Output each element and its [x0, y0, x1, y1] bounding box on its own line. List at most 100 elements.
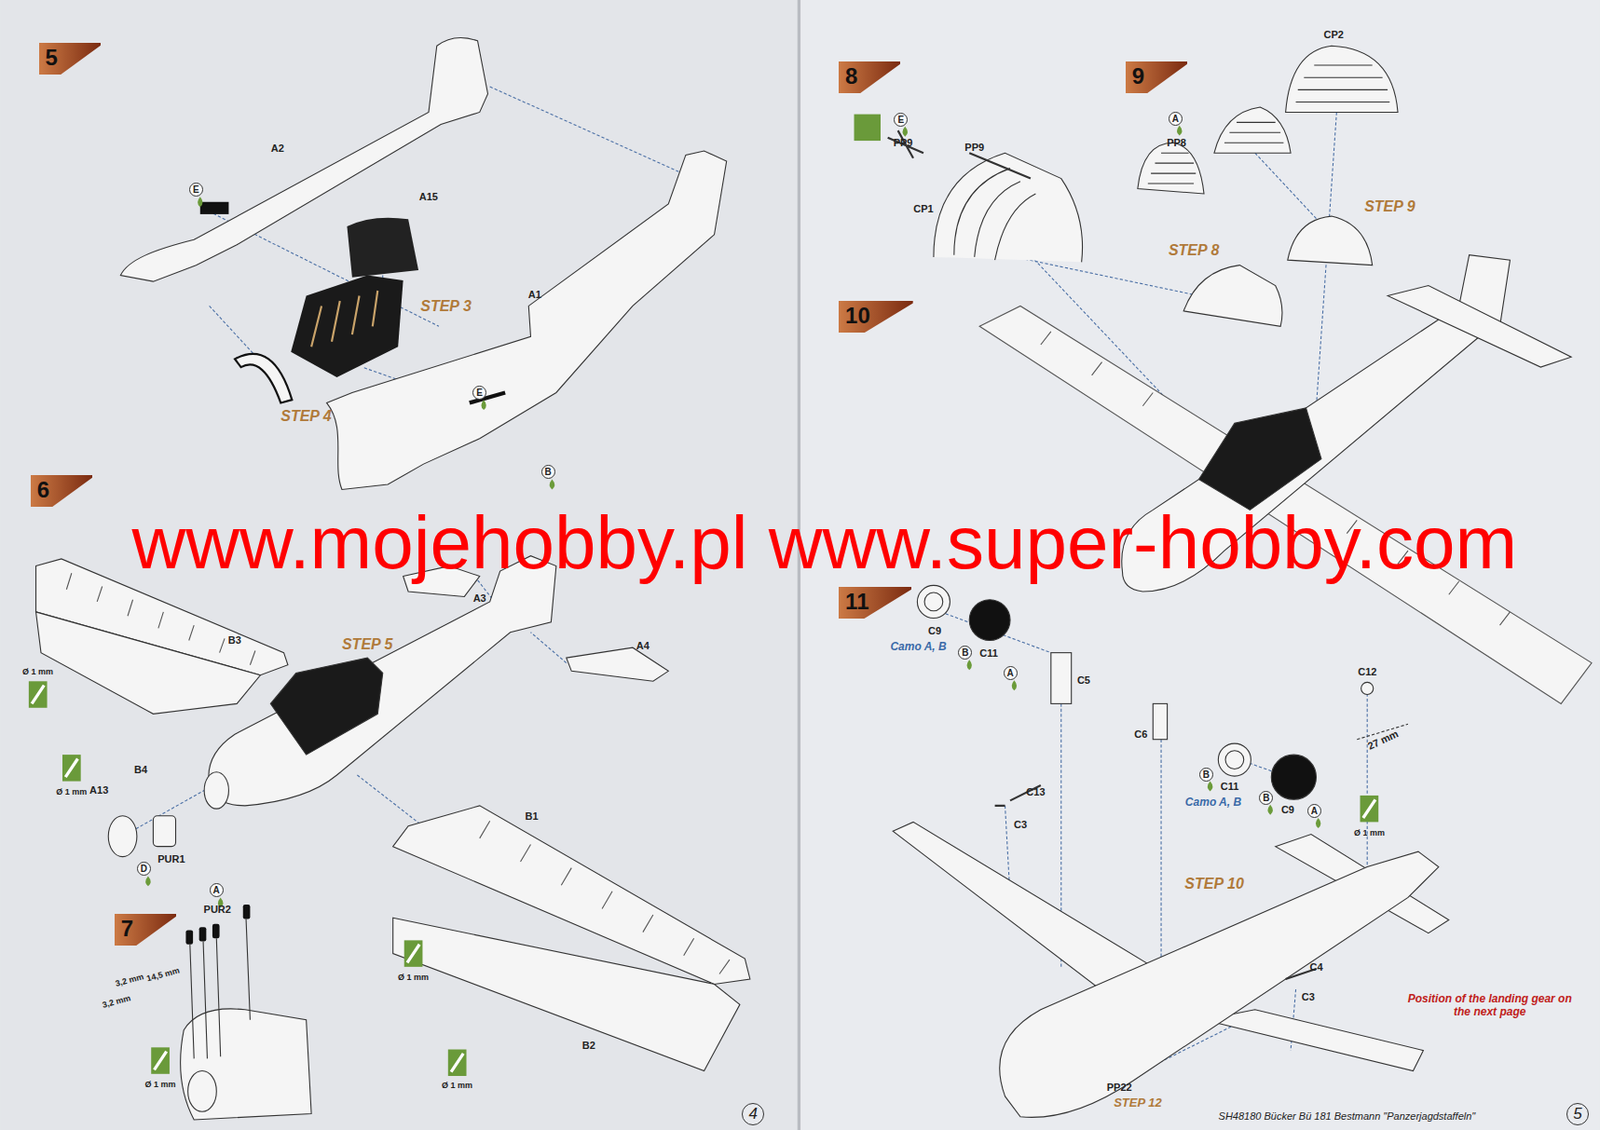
aircraft-assembly	[36, 612, 261, 714]
part-number: C5	[1077, 674, 1091, 686]
dimension: 3,2 mm	[101, 993, 133, 1011]
paint-callout-text: B	[1203, 769, 1210, 780]
paint-callout: B	[541, 464, 556, 479]
part-number: A15	[419, 191, 438, 203]
step-number: 9	[1125, 61, 1188, 94]
dimension: Ø 1 mm	[22, 667, 54, 677]
leader-line	[530, 632, 566, 664]
aircraft-assembly	[1199, 408, 1322, 510]
cockpit-part	[200, 202, 506, 404]
aircraft-assembly	[1137, 142, 1204, 194]
aircraft-assembly	[892, 821, 1149, 1005]
aircraft-assembly	[995, 785, 1317, 980]
step-reference: STEP 10	[1184, 875, 1244, 893]
dimension: Ø 1 mm	[55, 787, 87, 797]
dimension: Ø 1 mm	[1353, 828, 1385, 838]
photo-etch-part	[243, 904, 251, 919]
aircraft-assembly	[1152, 703, 1167, 739]
paint-callout-text: E	[898, 114, 905, 125]
paint-callout: A	[1307, 804, 1322, 819]
paint-callout-text: A	[1006, 668, 1013, 679]
part-number: CP2	[1323, 28, 1343, 41]
page-number-text: 4	[748, 1105, 757, 1124]
part-number: B4	[134, 764, 148, 776]
paint-callout: A	[1003, 666, 1018, 681]
photo-etch-part	[185, 929, 193, 944]
paint-drop	[549, 479, 555, 491]
aircraft-assembly	[36, 556, 751, 1121]
paint-callout: E	[893, 112, 908, 127]
step-reference: STEP 4	[280, 408, 332, 425]
aircraft-assembly	[888, 130, 1031, 178]
paint-drop	[145, 875, 151, 887]
aircraft-assembly	[1271, 754, 1316, 800]
paint-drop	[197, 196, 203, 207]
part-number: PP8	[1166, 136, 1187, 149]
step-reference: STEP 12	[1113, 1094, 1163, 1109]
part-number: C6	[1134, 728, 1148, 740]
step-flag-shape	[838, 61, 901, 94]
paint-drop	[1011, 680, 1017, 691]
step-number-text: 8	[838, 61, 901, 92]
aircraft-assembly	[208, 556, 557, 807]
part-number: C13	[1025, 786, 1045, 798]
part-number: PUR2	[204, 903, 232, 916]
aircraft-assembly	[188, 1071, 218, 1113]
footer: SH48180 Bücker Bü 181 Bestmann "Panzerja…	[1218, 1110, 1477, 1122]
drill-icon	[31, 685, 1376, 1073]
part-number: C4	[1310, 961, 1324, 973]
aircraft-assembly	[1051, 653, 1072, 705]
step-number: 10	[838, 300, 914, 333]
photo-etch-part	[185, 904, 250, 1059]
dimension: Ø 1 mm	[144, 1080, 176, 1090]
part-number: A3	[473, 592, 487, 604]
aircraft-assembly	[180, 1009, 312, 1121]
part-number: B2	[582, 1039, 596, 1052]
fuselage-half	[120, 37, 488, 282]
page-number: 4	[741, 1103, 765, 1126]
aircraft-assembly	[204, 772, 229, 809]
aircraft-assembly	[1225, 751, 1245, 770]
aircraft-assembly	[924, 592, 944, 612]
paint-drop	[1207, 781, 1213, 793]
cockpit-part	[311, 290, 378, 347]
paint-callout: B	[1258, 791, 1273, 806]
page-number-text: 5	[1572, 1105, 1582, 1124]
step-number: 8	[838, 61, 901, 94]
part-number: A4	[636, 640, 650, 652]
part-number: PP22	[1107, 1081, 1133, 1094]
paint-drop	[480, 399, 486, 411]
step-flag-shape	[1125, 61, 1188, 94]
photo-etch-part	[199, 927, 207, 942]
part-number: PP9	[964, 141, 985, 153]
part-number: C3	[1013, 819, 1027, 831]
step-reference: STEP 5	[341, 636, 394, 654]
camo-note: Camo A, B	[889, 640, 946, 654]
step-flag-shape	[114, 914, 177, 946]
step-number-text: 7	[114, 914, 177, 944]
aircraft-assembly	[152, 816, 176, 848]
part-number: B1	[524, 810, 538, 822]
wing-rib	[479, 820, 730, 974]
part-number: A13	[89, 784, 109, 796]
step-number-text: 6	[30, 475, 93, 506]
dimension: Ø 1 mm	[441, 1080, 473, 1091]
aircraft-assembly	[1217, 743, 1251, 777]
step-number: 6	[30, 475, 93, 507]
aircraft-assembly	[1214, 107, 1291, 153]
dimension: Ø 1 mm	[397, 972, 429, 983]
aircraft-assembly	[916, 585, 950, 618]
step-number-text: 9	[1125, 61, 1188, 92]
part-number: PP9	[893, 136, 914, 149]
paint-callout: D	[136, 861, 151, 876]
camo-note: Camo A, B	[1185, 795, 1242, 809]
paint-callout-text: B	[1262, 793, 1270, 804]
cockpit-part	[200, 202, 230, 215]
paint-drop	[902, 126, 908, 137]
paint-callout-text: E	[476, 387, 483, 398]
part-number: A2	[271, 142, 285, 154]
paint-callout-text: D	[140, 863, 148, 875]
wing-rib	[66, 573, 256, 666]
paint-callout-text: A	[213, 885, 220, 896]
step-reference: STEP 8	[1168, 242, 1220, 260]
